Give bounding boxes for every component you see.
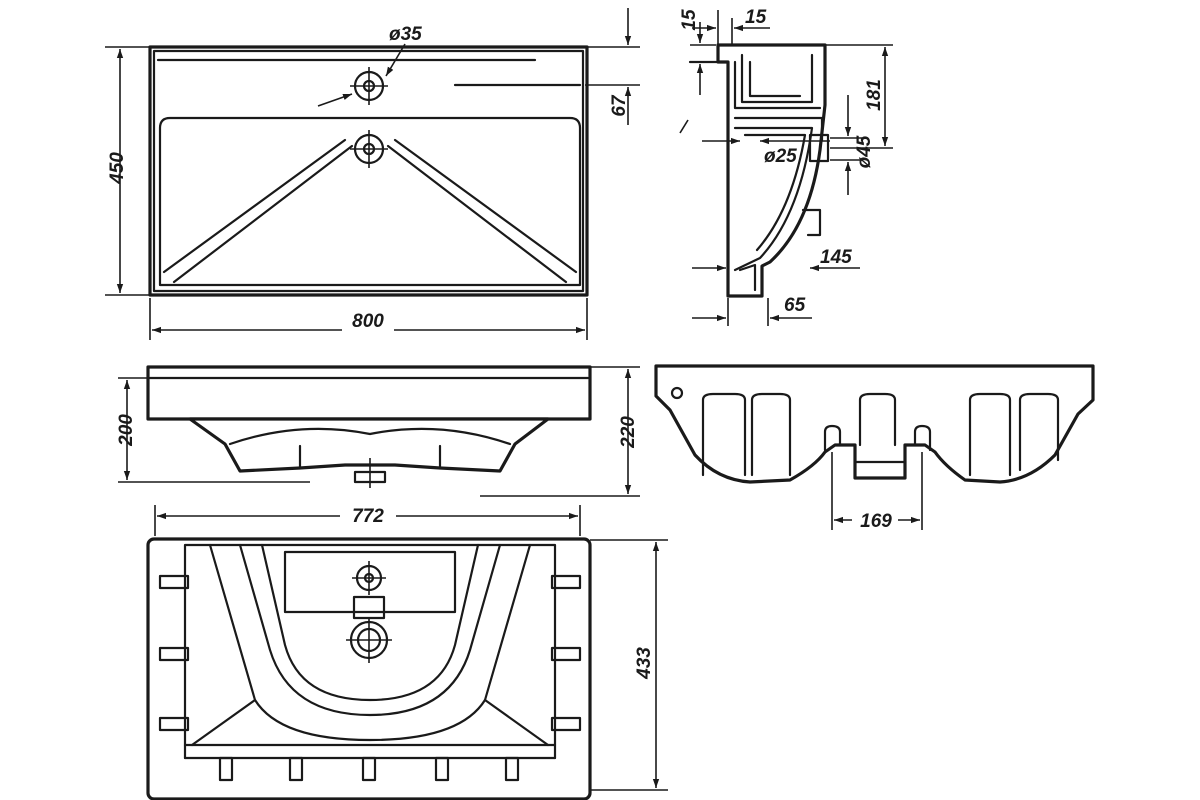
dim-width-800: 800 (352, 311, 384, 332)
dim-drain-depth: 145 (820, 247, 852, 268)
bottom-view-dimensions: 772 433 (154, 502, 668, 791)
front-view (146, 365, 592, 488)
dim-rim-overhang: 15 (745, 7, 767, 28)
top-view-dimensions: 450 800 ø35 67 (105, 8, 640, 340)
back-view-dimensions: 169 (831, 452, 923, 532)
bottom-view (146, 537, 592, 800)
dim-back-spacing: 169 (860, 511, 892, 532)
dim-overflow-diameter: ø45 (854, 135, 875, 168)
bottom-tap-hole (352, 561, 386, 595)
drain-hole-top (350, 130, 388, 168)
dim-total-height: 220 (618, 416, 639, 449)
dim-hole-offset: 67 (609, 94, 630, 117)
side-view (688, 43, 830, 298)
dim-drain-offset: 65 (784, 295, 806, 316)
dim-rim-thickness: 15 (679, 9, 700, 31)
top-view (148, 45, 589, 297)
dim-hole-diameter: ø35 (389, 24, 422, 45)
front-view-dimensions: 200 220 (116, 366, 640, 497)
side-view-dimensions: 15 15 181 ø45 ø25 145 65 (679, 7, 893, 326)
dim-front-height: 200 (116, 414, 137, 447)
dim-drain-diameter: ø25 (764, 146, 797, 167)
dim-side-height: 181 (864, 79, 885, 111)
tap-hole (350, 67, 388, 105)
dim-depth-450: 450 (107, 152, 128, 185)
dim-front-width: 772 (352, 506, 384, 527)
dim-bottom-depth: 433 (634, 647, 655, 680)
back-view (654, 364, 1095, 484)
bottom-drain-hole (346, 617, 392, 663)
